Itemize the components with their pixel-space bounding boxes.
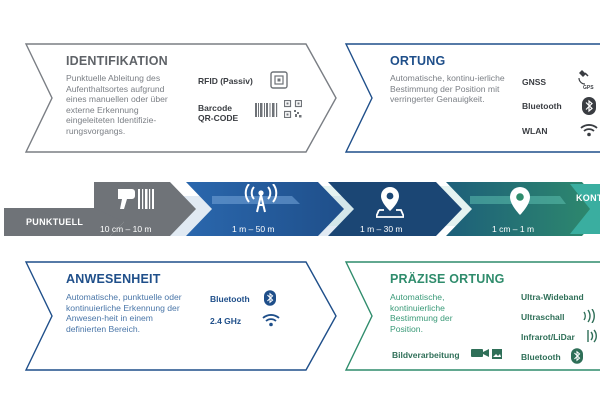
rfid-tag-icon <box>270 71 288 89</box>
uwb-label: Ultra-Wideband <box>521 292 584 302</box>
range-label-praezise: 1 cm – 1 m <box>492 224 535 234</box>
ultrasound-icon <box>583 309 595 323</box>
identifikation-box <box>24 43 337 153</box>
barcode-icon <box>255 103 278 117</box>
punktuell-label: PUNKTUELL <box>26 217 84 227</box>
bildverarbeitung-label: Bildverarbeitung <box>392 350 460 360</box>
camera-icon <box>471 349 489 357</box>
wifi-icon <box>580 124 598 137</box>
praezise-bluetooth-label: Bluetooth <box>521 352 561 362</box>
rfid-label: RFID (Passiv) <box>198 76 253 86</box>
anwesenheit-bluetooth-icon <box>264 290 276 306</box>
ortung-title: ORTUNG <box>390 54 446 68</box>
infrared-icon <box>587 329 597 343</box>
praezise-desc: Automatische, kontinuierliche Bestimmung… <box>390 292 453 334</box>
band-punktuell <box>4 208 124 236</box>
kontinuierlich-label: KONT <box>576 193 600 203</box>
antenna-icon <box>244 184 278 213</box>
ultraschall-label: Ultraschall <box>521 312 565 322</box>
wlan-label: WLAN <box>522 126 548 136</box>
image-icon <box>492 349 502 359</box>
band-segment-ortung <box>328 182 462 236</box>
map-pin-icon <box>376 187 404 218</box>
praezise-ortung-box <box>344 261 600 371</box>
ghz-label: 2.4 GHz <box>210 316 242 326</box>
praezise-title: PRÄZISE ORTUNG <box>390 272 505 286</box>
barcode-qr-label: Barcode QR-CODE <box>198 103 239 123</box>
barcode-scanner-icon <box>118 189 154 209</box>
satellite-icon <box>578 70 589 85</box>
gps-badge: GPS <box>583 85 594 91</box>
precise-pin-icon <box>510 187 530 215</box>
anwesenheit-wifi-icon <box>262 314 280 327</box>
range-label-ortung: 1 m – 30 m <box>360 224 403 234</box>
identifikation-desc: Punktuelle Ableitung des Aufenthaltsorte… <box>66 73 168 136</box>
ortung-desc: Automatische, kontinu-ierliche Bestimmun… <box>390 73 505 105</box>
anwesenheit-bluetooth-label: Bluetooth <box>210 294 250 304</box>
identifikation-title: IDENTIFIKATION <box>66 54 168 68</box>
infrarot-label: Infrarot/LiDar <box>521 332 575 342</box>
range-label-identifikation: 10 cm – 10 m <box>100 224 152 234</box>
qr-code-icon <box>284 100 302 118</box>
praezise-bluetooth-icon <box>571 348 583 364</box>
ortung-box <box>344 43 600 153</box>
range-label-anwesenheit: 1 m – 50 m <box>232 224 275 234</box>
anwesenheit-desc: Automatische, punktuelle oder kontinuier… <box>66 292 182 334</box>
anwesenheit-box <box>24 261 337 371</box>
gnss-label: GNSS <box>522 77 547 87</box>
bluetooth-icon <box>582 97 596 115</box>
band-end <box>570 184 600 234</box>
anwesenheit-title: ANWESENHEIT <box>66 272 161 286</box>
ortung-bluetooth-label: Bluetooth <box>522 101 562 111</box>
